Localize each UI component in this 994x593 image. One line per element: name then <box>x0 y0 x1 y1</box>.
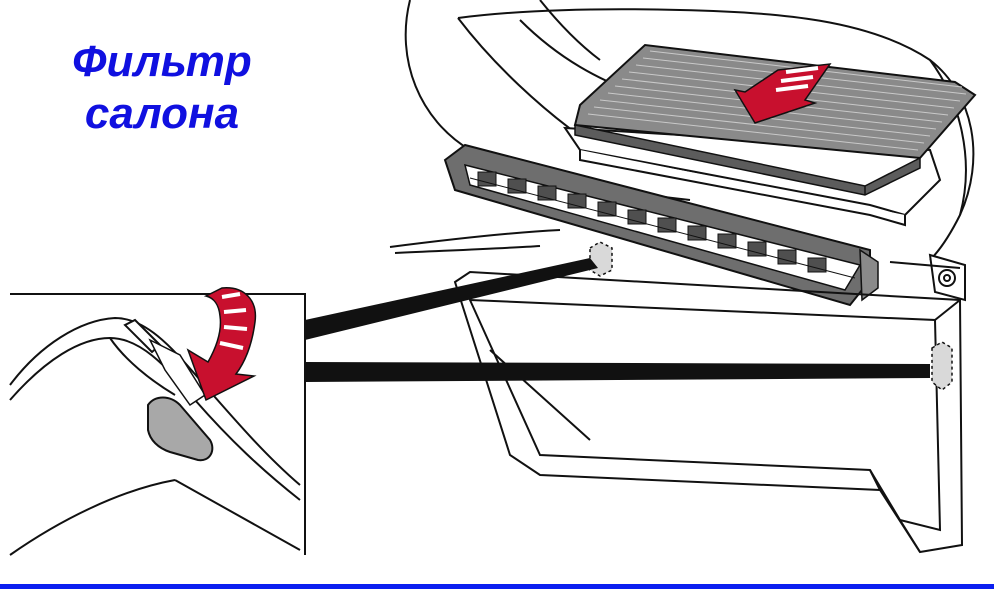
title-line-2: салона <box>84 89 240 138</box>
clip-markers <box>589 241 953 391</box>
glovebox-housing <box>453 261 964 554</box>
title-line-1: Фильтр <box>72 37 252 86</box>
bolt-icon <box>928 253 966 302</box>
insert-arrow-icon <box>733 63 832 124</box>
detail-view <box>9 316 301 556</box>
curved-press-arrow-icon <box>186 287 257 402</box>
vent-grille <box>443 143 879 307</box>
bottom-rule <box>0 584 994 589</box>
diagram-title: Фильтр салона <box>52 36 272 140</box>
detail-callout <box>10 258 930 555</box>
detail-latch <box>123 318 214 462</box>
